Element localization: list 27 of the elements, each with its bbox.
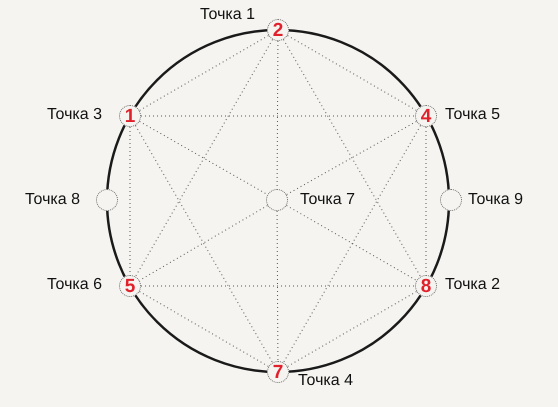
dotted-line (139, 35, 269, 111)
numbered-point: 7 (267, 361, 289, 383)
dotted-line (276, 210, 278, 362)
point-label: Точка 7 (300, 191, 355, 209)
point-label: Точка 5 (445, 106, 500, 124)
dotted-line (139, 120, 268, 196)
dotted-line (135, 39, 273, 277)
point-label: Точка 3 (47, 106, 102, 124)
point-label: Точка 2 (445, 276, 500, 294)
dotted-line (287, 291, 417, 367)
dotted-line (283, 39, 421, 277)
dotted-line (139, 205, 268, 281)
numbered-point: 4 (415, 105, 437, 127)
empty-point (440, 189, 462, 211)
point-label: Точка 6 (47, 276, 102, 294)
numbered-point: 1 (119, 105, 141, 127)
empty-point (266, 189, 288, 211)
point-label: Точка 4 (298, 372, 353, 390)
numbered-point: 8 (415, 275, 437, 297)
dotted-line (283, 125, 421, 363)
dotted-line (135, 125, 273, 363)
point-label: Точка 9 (468, 191, 523, 209)
empty-point (96, 189, 118, 211)
point-label: Точка 1 (200, 6, 255, 24)
numbered-point: 2 (267, 19, 289, 41)
numbered-point: 5 (119, 275, 141, 297)
point-label: Точка 8 (25, 191, 80, 209)
